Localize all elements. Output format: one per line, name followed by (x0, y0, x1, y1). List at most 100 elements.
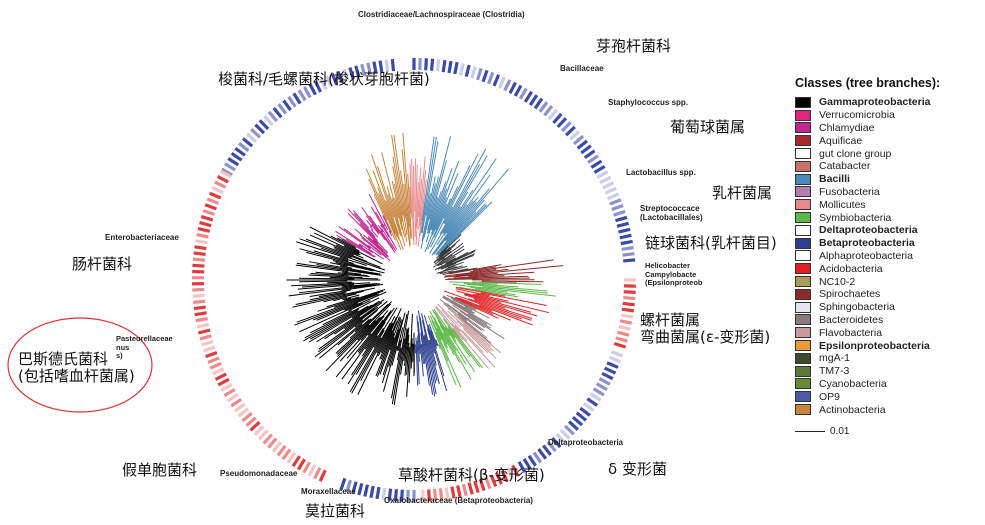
heat-ring-cell (492, 74, 501, 87)
tree-branch (373, 330, 385, 348)
heat-ring-cell (556, 117, 568, 129)
legend-label: OP9 (819, 390, 841, 403)
legend-label: Sphingobacteria (819, 301, 895, 314)
tree-branch (296, 290, 384, 323)
legend-title: Classes (tree branches): (795, 76, 941, 90)
tree-branch (346, 310, 389, 359)
tree-branch (442, 296, 488, 325)
legend-item: Betaproteobacteria (795, 237, 985, 250)
heat-ring-cell (546, 440, 557, 453)
label-lactobacillus: Lactobacillus spp. (626, 168, 696, 177)
tree-branch (296, 262, 382, 276)
legend-item: Sphingobacteria (795, 301, 985, 314)
heat-ring-cell (596, 170, 609, 179)
tree-branch (381, 329, 400, 384)
tree-branch (351, 322, 391, 394)
tree-branch (377, 187, 398, 238)
tree-branch (440, 255, 456, 266)
tree-branch (380, 224, 383, 229)
heat-ring-cell (241, 137, 254, 148)
heat-ring-cell (230, 397, 243, 408)
tree-branch (404, 334, 410, 376)
tree-branch (442, 266, 458, 272)
tree-branch (342, 271, 362, 275)
phylogenetic-tree (286, 132, 564, 406)
heat-ring-cell (267, 437, 278, 449)
tree-branch (478, 304, 533, 326)
tree-branch (393, 183, 403, 222)
tree-branch (335, 230, 372, 255)
tree-branch (458, 286, 519, 298)
tree-branch (320, 247, 386, 271)
tree-branch (396, 327, 404, 352)
heat-ring-cell (571, 416, 584, 427)
heat-ring-cell (384, 59, 390, 72)
tree-branch (464, 282, 519, 288)
tree-branch (455, 286, 506, 297)
heat-ring-cell (249, 420, 261, 432)
legend-label: Acidobacteria (819, 262, 883, 275)
tree-branch (409, 164, 413, 219)
tree-branch (361, 207, 386, 241)
heat-ring-cell (542, 444, 552, 456)
heat-ring-cell (220, 167, 233, 177)
tree-branch (452, 299, 490, 319)
tree-branch (308, 274, 363, 279)
tree-branch (371, 224, 380, 235)
heat-ring-cell (522, 458, 532, 470)
tree-branch (329, 262, 348, 267)
tree-branch (434, 200, 474, 253)
heat-ring-cell (551, 436, 562, 449)
tree-branch (482, 286, 548, 294)
tree-branch (435, 305, 489, 369)
tree-branch (390, 347, 402, 399)
heat-ring-cell (523, 90, 533, 103)
tree-branch (316, 303, 378, 343)
tree-branch (473, 297, 506, 309)
tree-branch (349, 337, 382, 393)
heat-ring-cell (200, 215, 214, 222)
heat-ring-cell (308, 83, 317, 96)
heat-ring-cell (547, 108, 558, 121)
heat-ring-cell (276, 444, 287, 457)
heat-ring-cell (564, 125, 576, 137)
heat-ring-cell (271, 441, 282, 453)
legend-item: Aquificae (795, 134, 985, 147)
tree-branch (453, 314, 492, 347)
tree-branch (295, 287, 375, 305)
heat-ring-cell (216, 175, 229, 184)
legend-label: Alphaproteobacteria (819, 249, 913, 262)
legend-label: Cyanobacteria (819, 377, 887, 390)
heat-ring-cell (500, 469, 509, 483)
legend-swatch (795, 378, 811, 390)
legend-item: Flavobacteria (795, 326, 985, 339)
tree-branch (434, 242, 464, 265)
tree-branch (474, 299, 533, 320)
tree-branch (330, 235, 360, 252)
heat-ring-cell (313, 467, 322, 480)
tree-branch (309, 261, 381, 275)
tree-branch (299, 283, 381, 294)
heat-ring-cell (481, 69, 489, 83)
heat-ring-cell (217, 377, 230, 387)
heat-ring-cell (206, 197, 220, 205)
tree-branch (370, 206, 390, 238)
tree-branch (421, 320, 437, 384)
heat-ring-cell (606, 192, 620, 201)
heat-ring-cell (622, 252, 635, 257)
heat-ring-cell (203, 345, 216, 353)
label-oxalobacteraceae: Oxalobacteraceae (Betaproteobacteria) (384, 496, 533, 505)
heat-ring-cell (357, 483, 364, 496)
tree-branch (419, 170, 427, 226)
tree-branch (475, 293, 509, 302)
tree-branch (443, 206, 454, 224)
label-streptococcaceae: Streptococcace (Lactobacillales) (640, 204, 703, 223)
tree-branch (434, 249, 476, 271)
heat-ring-cell (313, 80, 323, 93)
legend-item: Acidobacteria (795, 262, 985, 275)
heat-ring-cell (421, 489, 425, 502)
legend-item: Mollicutes (795, 198, 985, 211)
heat-ring-cell (250, 127, 262, 139)
tree-branch (391, 310, 410, 405)
tree-branch (436, 233, 462, 259)
